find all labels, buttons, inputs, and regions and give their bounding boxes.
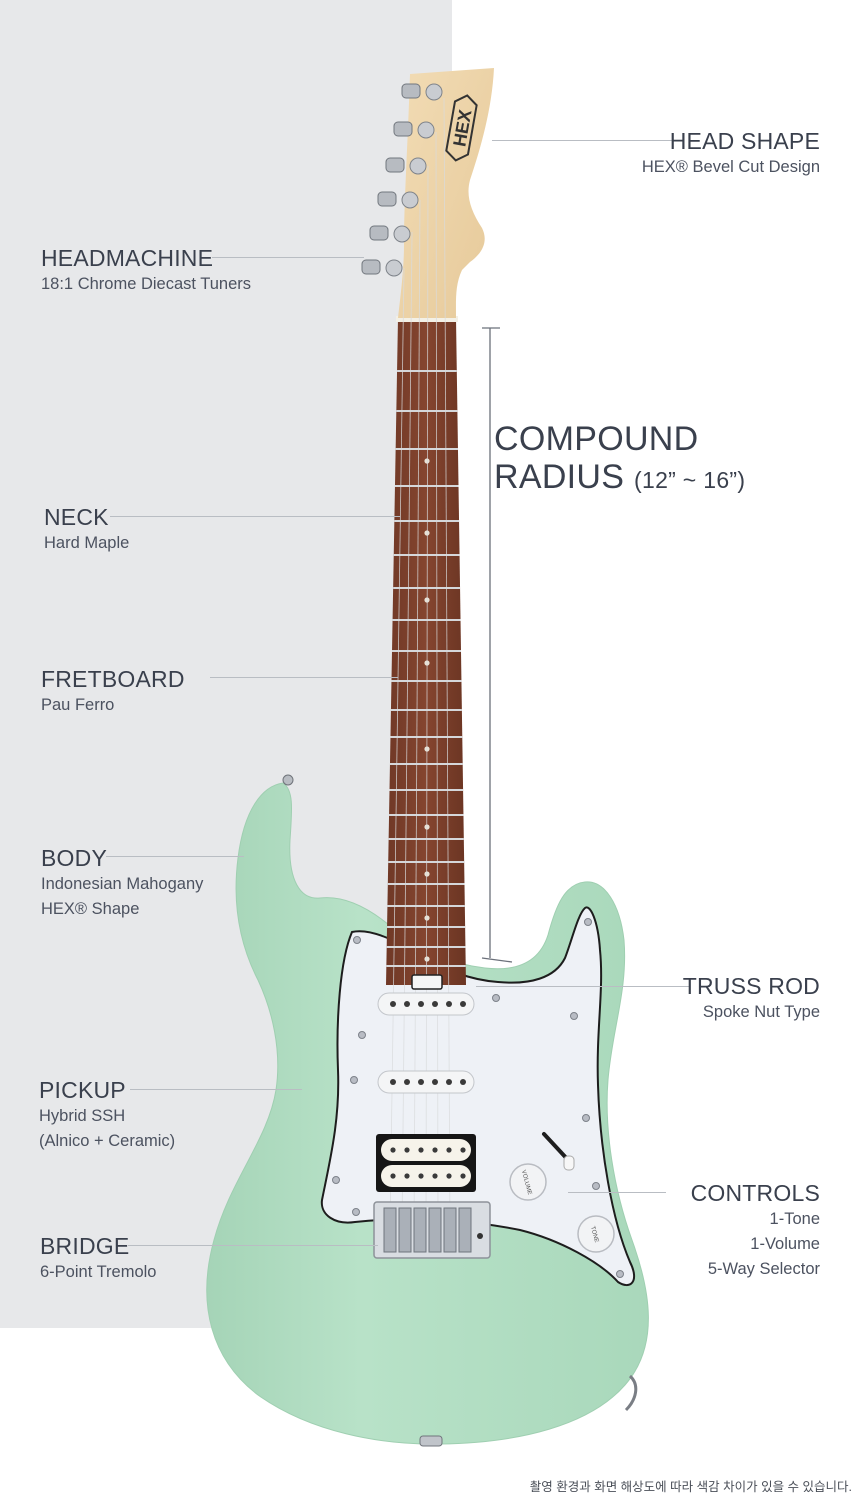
compound-radius-callout: COMPOUND RADIUS (12” ~ 16”) (494, 420, 745, 499)
spec-detail: Pau Ferro (41, 696, 115, 714)
spec-title: TRUSS ROD (682, 973, 820, 999)
spec-title: HEADMACHINE (41, 245, 214, 271)
spec-detail: 1-Volume (750, 1235, 820, 1253)
spec-detail: (Alnico + Ceramic) (39, 1132, 176, 1150)
spec-truss-rod: TRUSS ROD Spoke Nut Type (683, 972, 820, 1025)
spec-bridge: BRIDGE 6-Point Tremolo (40, 1232, 156, 1285)
spec-detail: Indonesian Mahogany (41, 875, 204, 893)
spec-title: PICKUP (39, 1077, 126, 1103)
spec-pickup: PICKUP Hybrid SSH (Alnico + Ceramic) (39, 1076, 175, 1154)
radius-line2: RADIUS (12” ~ 16”) (494, 458, 746, 496)
middle-pickup (377, 1070, 475, 1094)
tremolo-bridge (373, 1201, 491, 1259)
bridge-humbucker (376, 1134, 476, 1192)
spec-detail: 18:1 Chrome Diecast Tuners (41, 275, 252, 293)
tone-knob: TONE (577, 1215, 615, 1253)
spec-detail: Hybrid SSH (39, 1107, 126, 1125)
spec-headmachine: HEADMACHINE 18:1 Chrome Diecast Tuners (41, 244, 251, 297)
svg-text:TONE: TONE (589, 1226, 599, 1244)
spec-detail: Hard Maple (44, 534, 130, 552)
neck-pickup (377, 992, 475, 1016)
volume-knob: VOLUME (509, 1163, 547, 1201)
spec-detail: 5-Way Selector (707, 1260, 820, 1278)
radius-range: (12” ~ 16”) (634, 467, 746, 493)
spec-fretboard: FRETBOARD Pau Ferro (41, 665, 185, 718)
spec-detail: 1-Tone (769, 1210, 820, 1228)
spec-title: CONTROLS (690, 1180, 820, 1206)
spec-title: FRETBOARD (41, 666, 185, 692)
spec-title: BRIDGE (40, 1233, 130, 1259)
radius-line1: COMPOUND (494, 420, 699, 458)
spec-title: NECK (44, 504, 109, 530)
spec-body: BODY Indonesian Mahogany HEX® Shape (41, 844, 203, 922)
spec-detail: Spoke Nut Type (702, 1003, 820, 1021)
color-disclaimer: 촬영 환경과 화면 해상도에 따라 색감 차이가 있을 수 있습니다. (529, 1480, 852, 1494)
spec-neck: NECK Hard Maple (44, 503, 129, 556)
spec-detail: HEX® Shape (41, 900, 140, 918)
spec-controls: CONTROLS 1-Tone 1-Volume 5-Way Selector (691, 1179, 820, 1282)
spec-detail: 6-Point Tremolo (40, 1263, 157, 1281)
spec-title: HEAD SHAPE (669, 128, 820, 154)
spec-head-shape: HEAD SHAPE HEX® Bevel Cut Design (642, 127, 820, 180)
spec-title: BODY (41, 845, 107, 871)
spec-detail: HEX® Bevel Cut Design (641, 158, 820, 176)
